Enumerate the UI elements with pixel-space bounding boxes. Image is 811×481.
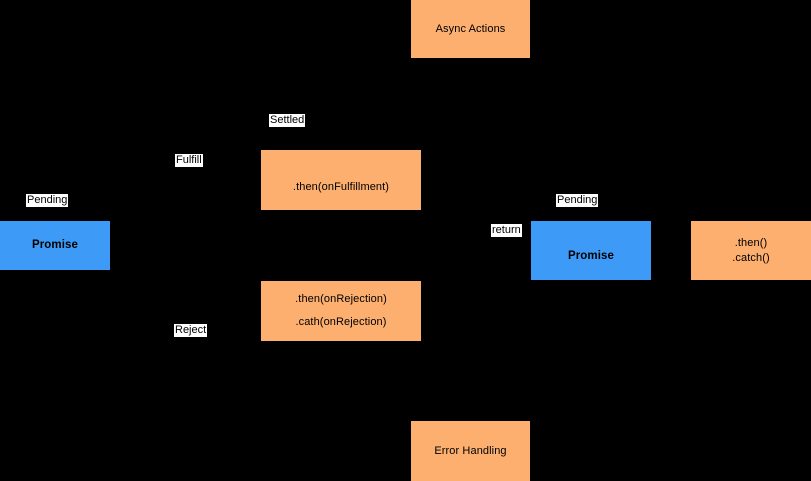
node-error-handling[interactable]: Error Handling xyxy=(411,421,530,481)
connector-promise2-to-thencatch xyxy=(651,250,691,251)
edge-label-reject: Reject xyxy=(174,324,208,337)
connector-promise-to-fulfill xyxy=(110,180,261,181)
node-async-actions[interactable]: Async Actions xyxy=(411,0,530,58)
node-then-label: .then() xyxy=(734,236,768,249)
connector-fulfill-to-promise2 xyxy=(421,180,531,181)
node-cath-on-rejection-label: .cath(onRejection) xyxy=(295,316,387,328)
node-error-handling-label: Error Handling xyxy=(434,444,507,457)
node-promise-returned[interactable]: Promise xyxy=(531,221,651,280)
edge-label-fulfill: Fulfill xyxy=(175,154,203,167)
node-promise-initial[interactable]: Promise xyxy=(0,221,110,270)
edge-label-return: return xyxy=(491,224,522,237)
edge-label-settled: Settled xyxy=(269,114,306,127)
node-promise-returned-label: Promise xyxy=(567,250,615,262)
node-then-catch[interactable]: .then() .catch() xyxy=(691,221,811,280)
edge-label-pending-left: Pending xyxy=(26,194,69,207)
node-catch-label: .catch() xyxy=(732,251,770,264)
node-then-on-fulfillment[interactable]: .then(onFulfillment) xyxy=(261,150,421,210)
node-then-on-fulfillment-label: .then(onFulfillment) xyxy=(292,180,390,193)
connector-reject-to-error xyxy=(421,311,531,312)
node-async-actions-label: Async Actions xyxy=(435,22,506,35)
connector-promise-to-reject xyxy=(110,311,261,312)
node-promise-initial-label: Promise xyxy=(31,239,79,251)
connector-promise-to-async xyxy=(55,100,411,101)
node-then-cath-on-rejection[interactable]: .then(onRejection) .cath(onRejection) xyxy=(261,281,421,341)
edge-label-pending-right: Pending xyxy=(556,194,599,207)
node-then-on-rejection-label: .then(onRejection) xyxy=(295,293,387,305)
